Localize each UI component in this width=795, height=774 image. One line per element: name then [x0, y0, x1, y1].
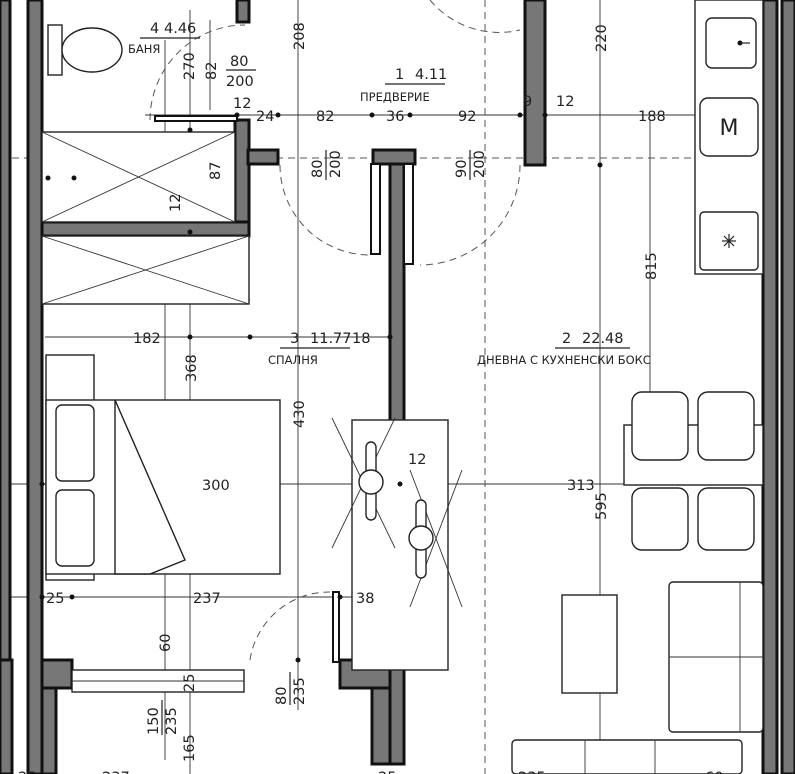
coffee-table-icon — [561, 594, 618, 694]
bottom-dim-5: 60 — [705, 770, 723, 774]
dim-12-b: 12 — [556, 94, 574, 110]
dimension-ticks — [39, 112, 603, 663]
dim-12-c: 12 — [168, 194, 184, 212]
bedroom-door-height: 235 — [292, 677, 308, 705]
dim-38: 38 — [356, 591, 374, 607]
bottom-dim-1: 25 — [18, 770, 36, 774]
sofa-icon — [511, 581, 764, 774]
dim-12-d: 12 — [408, 452, 426, 468]
bath-door-width: 80 — [230, 54, 248, 70]
dim-368: 368 — [184, 354, 200, 382]
dim-36: 36 — [386, 109, 404, 125]
dim-237: 237 — [193, 591, 221, 607]
sink-icon — [705, 17, 757, 69]
dim-182: 182 — [133, 331, 161, 347]
living-door-width: 90 — [454, 160, 470, 178]
dim-430: 430 — [292, 400, 308, 428]
room-label-bath: 4 4.46 БАНЯ — [128, 21, 200, 56]
living-name: ДНЕВНА С КУХНЕНСКИ БОКС — [477, 353, 651, 367]
hall-number: 1 — [395, 67, 404, 83]
living-door-height: 200 — [472, 150, 488, 178]
dim-25-a: 25 — [46, 591, 64, 607]
dim-18: 18 — [352, 331, 370, 347]
dim-165: 165 — [182, 734, 198, 762]
dim-208: 208 — [292, 22, 308, 50]
living-number: 2 — [562, 331, 571, 347]
bath-door-height: 200 — [226, 74, 254, 90]
bedroom-number: 3 — [290, 331, 299, 347]
wardrobe-icon — [331, 417, 463, 671]
dim-82-v: 82 — [204, 62, 220, 80]
hall-door-height: 200 — [328, 150, 344, 178]
shower-tray-icon — [41, 131, 236, 223]
room-label-living: 2 22.48 ДНЕВНА С КУХНЕНСКИ БОКС — [477, 331, 651, 367]
dim-313: 313 — [567, 478, 595, 494]
window-height: 235 — [164, 707, 180, 735]
dim-82-h: 82 — [316, 109, 334, 125]
bedroom-name: СПАЛНЯ — [268, 353, 318, 367]
dimension-values-vertical: 270 82 208 220 87 12 80 200 90 200 815 3… — [146, 22, 660, 762]
dim-815: 815 — [644, 252, 660, 280]
room-label-hall: 1 4.11 ПРЕДВЕРИЕ — [360, 67, 447, 104]
hall-area: 4.11 — [415, 67, 447, 83]
bedroom-door-width: 80 — [274, 687, 290, 705]
dim-60: 60 — [158, 634, 174, 652]
bottom-dim-4: 235 — [518, 770, 546, 774]
living-area: 22.48 — [582, 331, 624, 347]
bath-storage-icon — [41, 235, 250, 305]
bath-area: 4.46 — [164, 21, 196, 37]
dim-25-b: 25 — [182, 674, 198, 692]
oven-icon: M — [699, 97, 759, 157]
room-label-bedroom: 3 11.77 СПАЛНЯ — [268, 331, 352, 367]
dining-table-icon — [623, 391, 764, 551]
bath-number: 4 — [150, 21, 159, 37]
bedroom-area: 11.77 — [310, 331, 352, 347]
toilet-icon — [47, 24, 123, 76]
bed-icon — [45, 354, 281, 581]
dim-270: 270 — [182, 52, 198, 80]
dim-595: 595 — [594, 492, 610, 520]
dimension-values-bottom: 25 237 25 235 60 — [18, 770, 723, 774]
dim-12-a: 12 — [233, 96, 251, 112]
hall-door-width: 80 — [310, 160, 326, 178]
door-leaves — [154, 115, 414, 663]
bottom-dim-2: 237 — [102, 770, 130, 774]
dim-24: 24 — [256, 109, 274, 125]
dim-220: 220 — [594, 24, 610, 52]
dim-92: 92 — [458, 109, 476, 125]
door-swings — [149, 0, 521, 661]
fridge-icon — [699, 211, 759, 271]
dim-300: 300 — [202, 478, 230, 494]
bottom-dim-3: 25 — [378, 770, 396, 774]
bath-name: БАНЯ — [128, 42, 160, 56]
door-label-bath: 80 200 — [226, 54, 256, 90]
window-width: 150 — [146, 707, 162, 735]
hall-name: ПРЕДВЕРИЕ — [360, 90, 430, 104]
dim-9: 9 — [523, 94, 532, 110]
dimension-values-horizontal: 12 24 82 36 92 9 12 188 182 18 12 300 31… — [46, 94, 666, 607]
dim-87: 87 — [208, 162, 224, 180]
dim-188: 188 — [638, 109, 666, 125]
oven-label: M — [720, 116, 739, 141]
bedroom-window — [71, 669, 245, 693]
